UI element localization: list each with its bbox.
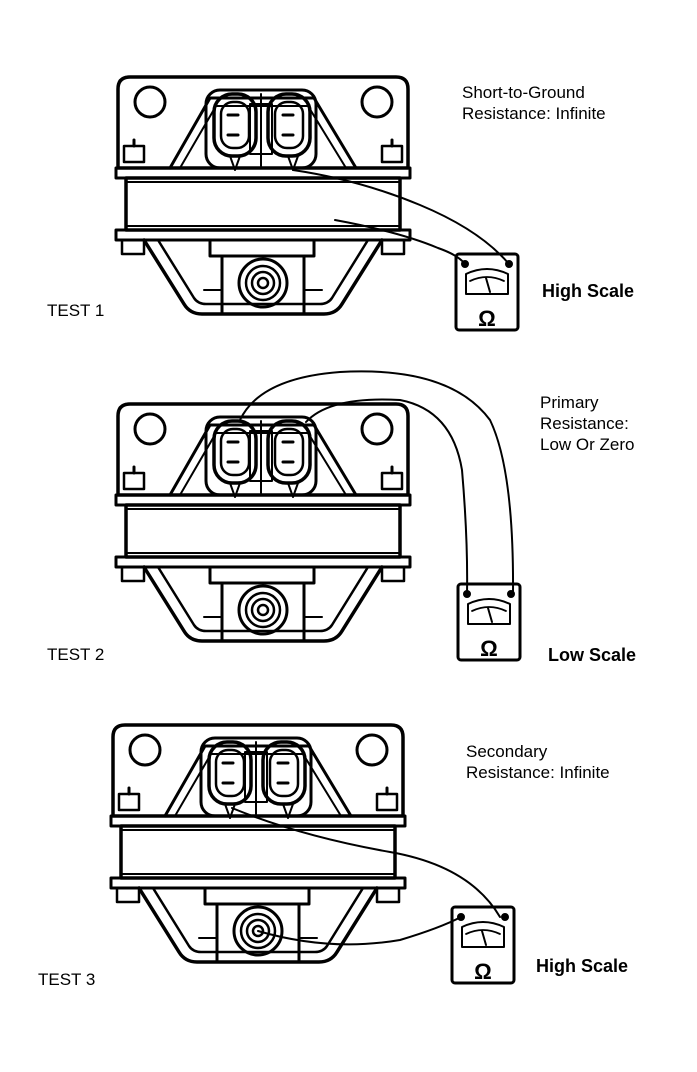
- test-2-note-line-2: Resistance:: [540, 414, 629, 433]
- test-3-note: Secondary Resistance: Infinite: [466, 741, 610, 783]
- test-2-note-line-1: Primary: [540, 393, 599, 412]
- test-2-meter-symbol: Ω: [480, 636, 498, 661]
- test-3-ohmmeter-icon: Ω: [450, 905, 516, 985]
- test-2-test-leads: [239, 370, 515, 595]
- test-2-label: TEST 2: [47, 645, 105, 664]
- test-1-ohmmeter-icon: Ω: [454, 252, 520, 332]
- test-3-note-line-2: Resistance: Infinite: [466, 763, 610, 782]
- test-1-ignition-coil-icon: [114, 75, 412, 316]
- test-3-meter-symbol: Ω: [474, 959, 492, 984]
- test-1-note-line-2: Resistance: Infinite: [462, 104, 606, 123]
- test-3-scale: High Scale: [536, 956, 629, 976]
- test-1-group: Ω: [114, 75, 520, 332]
- test-2-note-line-3: Low Or Zero: [540, 435, 635, 454]
- test-1-test-leads: [292, 169, 510, 265]
- test-3-test-leads: [231, 807, 501, 946]
- test-2-group: Ω: [114, 370, 522, 662]
- test-1-note-line-1: Short-to-Ground: [462, 83, 585, 102]
- test-3-label: TEST 3: [38, 970, 96, 989]
- test-1-meter-symbol: Ω: [478, 306, 496, 331]
- test-2-note: Primary Resistance: Low Or Zero: [540, 392, 634, 455]
- test-2-ohmmeter-icon: Ω: [456, 582, 522, 662]
- test-1-label: TEST 1: [47, 301, 105, 320]
- test-3-group: Ω: [109, 723, 516, 985]
- test-3-note-line-1: Secondary: [466, 742, 548, 761]
- test-2-ignition-coil-icon: [114, 402, 412, 643]
- test-2-scale: Low Scale: [548, 645, 637, 665]
- test-1-scale: High Scale: [542, 281, 635, 301]
- test-1-note: Short-to-Ground Resistance: Infinite: [462, 82, 606, 124]
- test-3-ignition-coil-icon: [109, 723, 407, 964]
